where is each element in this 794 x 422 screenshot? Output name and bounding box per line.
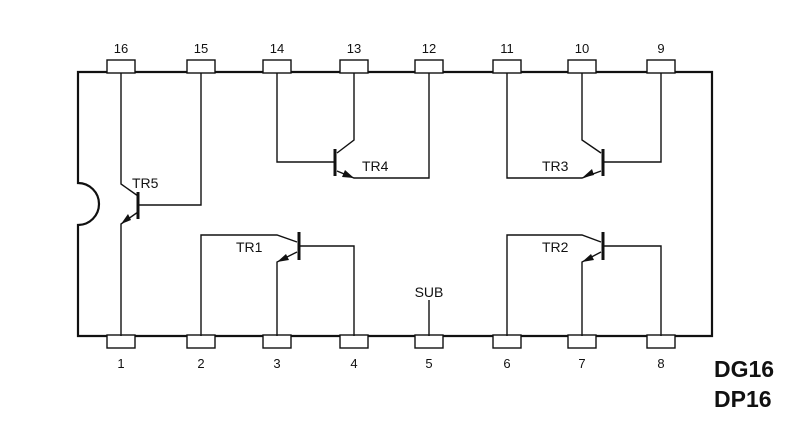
pin-label-5: 5 bbox=[425, 356, 432, 371]
tr4-label: TR4 bbox=[362, 158, 389, 174]
pin-label-11: 11 bbox=[500, 41, 514, 56]
pin-label-16: 16 bbox=[114, 41, 128, 56]
pin-label-6: 6 bbox=[503, 356, 510, 371]
transistor-tr2 bbox=[506, 232, 662, 336]
pin-10 bbox=[567, 59, 597, 74]
pin-label-2: 2 bbox=[197, 356, 204, 371]
part-number-dg16: DG16 bbox=[714, 356, 774, 382]
pin-label-4: 4 bbox=[350, 356, 357, 371]
transistor-tr1 bbox=[200, 232, 355, 336]
pin-1 bbox=[106, 334, 136, 349]
pin-label-13: 13 bbox=[347, 41, 361, 56]
tr1-label: TR1 bbox=[236, 239, 263, 255]
pin-label-1: 1 bbox=[117, 356, 124, 371]
pin-9 bbox=[646, 59, 676, 74]
part-number-dp16: DP16 bbox=[714, 386, 772, 412]
pin-4 bbox=[339, 334, 369, 349]
pin-5 bbox=[414, 334, 444, 349]
pin-label-3: 3 bbox=[273, 356, 280, 371]
pin-11 bbox=[492, 59, 522, 74]
tr3-label: TR3 bbox=[542, 158, 569, 174]
chip-notch bbox=[77, 182, 100, 226]
pin-12 bbox=[414, 59, 444, 74]
pin-label-14: 14 bbox=[270, 41, 284, 56]
pin-label-12: 12 bbox=[422, 41, 436, 56]
pin-label-9: 9 bbox=[657, 41, 664, 56]
chip-body bbox=[76, 70, 714, 338]
transistor-tr5 bbox=[120, 73, 202, 336]
pin-label-8: 8 bbox=[657, 356, 664, 371]
pin-14 bbox=[262, 59, 292, 74]
transistor-tr4 bbox=[276, 73, 430, 179]
pin-3 bbox=[262, 334, 292, 349]
pin-7 bbox=[567, 334, 597, 349]
pin-16 bbox=[106, 59, 136, 74]
pin-13 bbox=[339, 59, 369, 74]
pin-8 bbox=[646, 334, 676, 349]
pin-label-10: 10 bbox=[575, 41, 589, 56]
tr5-label: TR5 bbox=[132, 175, 159, 191]
pin-2 bbox=[186, 334, 216, 349]
pin-label-7: 7 bbox=[578, 356, 585, 371]
pin-15 bbox=[186, 59, 216, 74]
tr2-label: TR2 bbox=[542, 239, 569, 255]
pin-6 bbox=[492, 334, 522, 349]
transistor-tr3 bbox=[506, 73, 662, 179]
pin-label-15: 15 bbox=[194, 41, 208, 56]
substrate-label: SUB bbox=[415, 284, 444, 300]
